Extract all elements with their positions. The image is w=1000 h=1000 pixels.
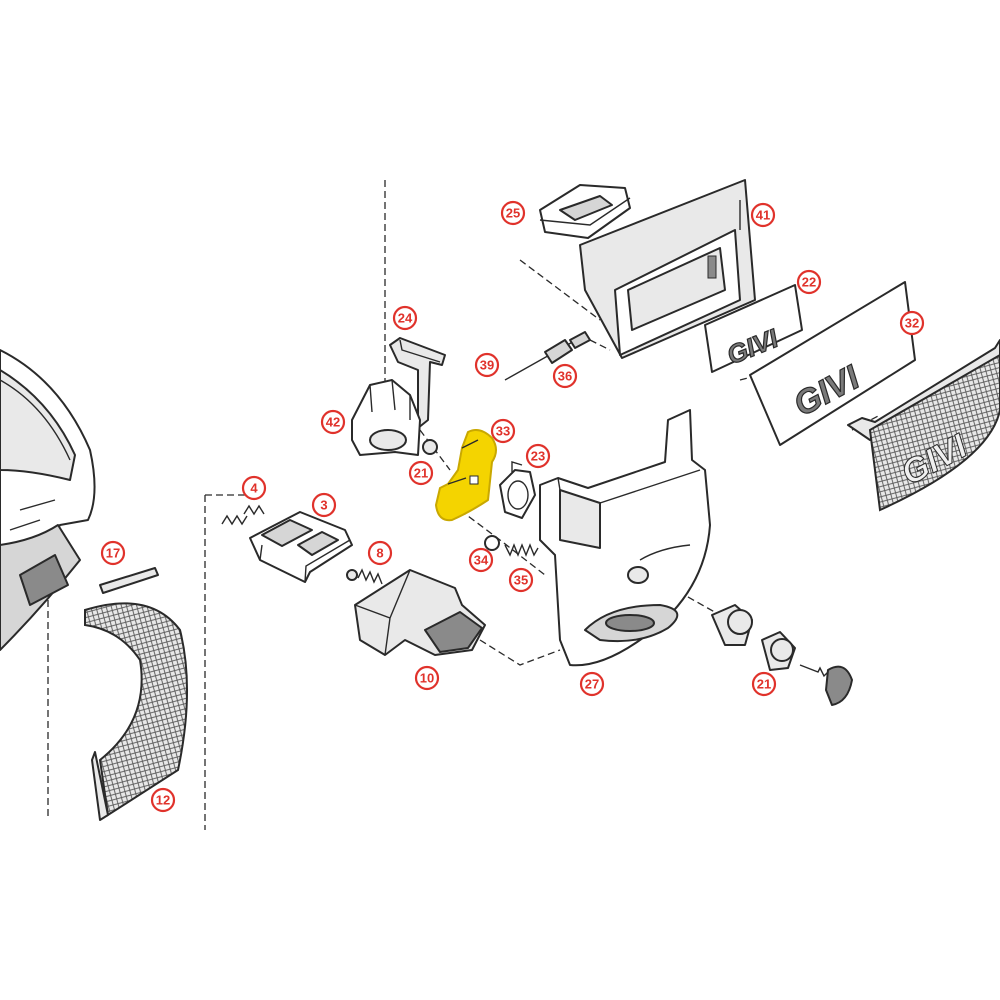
callout-17: 17 [100, 540, 126, 566]
svg-text:22: 22 [802, 275, 816, 290]
callout-39: 39 [474, 352, 500, 378]
part-23-barrel-sleeve [499, 461, 536, 519]
part-8-spring [346, 568, 383, 585]
part-21-nut-upper [422, 439, 438, 455]
callout-23: 23 [525, 443, 551, 469]
callout-8: 8 [367, 540, 393, 566]
part-4-springs [221, 504, 265, 526]
part-27-lock-housing [539, 409, 711, 667]
callout-36: 36 [552, 363, 578, 389]
part-35-spring [504, 543, 539, 557]
callout-21-lower: 21 [751, 671, 777, 697]
svg-text:21: 21 [757, 677, 771, 692]
callout-12: 12 [150, 787, 176, 813]
svg-text:42: 42 [326, 415, 340, 430]
svg-text:34: 34 [474, 553, 489, 568]
callout-27: 27 [579, 671, 605, 697]
part-3-latch-slider [249, 511, 353, 583]
callout-42: 42 [320, 409, 346, 435]
svg-text:27: 27 [585, 677, 599, 692]
part-21-lock-cylinder-and-key [711, 604, 853, 706]
part-41-back-plate [579, 179, 756, 359]
callout-22: 22 [796, 269, 822, 295]
part-33-lock-cam-highlighted [435, 429, 497, 522]
part-34-ball [484, 535, 500, 551]
part-36-bushing [544, 331, 591, 364]
case-shell-left [0, 349, 96, 651]
svg-text:24: 24 [398, 311, 413, 326]
part-17-reflector-bar [99, 567, 159, 594]
svg-text:8: 8 [376, 546, 383, 561]
callout-41: 41 [750, 202, 776, 228]
svg-text:41: 41 [756, 208, 770, 223]
svg-text:3: 3 [320, 498, 327, 513]
callout-33: 33 [490, 418, 516, 444]
part-32-logo-sticker: GIVI [749, 281, 916, 446]
part-24-spring-clip [389, 337, 446, 429]
part-10-release-button [354, 569, 486, 656]
callout-24: 24 [392, 305, 418, 331]
callout-21-upper: 21 [408, 460, 434, 486]
callout-10: 10 [414, 665, 440, 691]
part-25-hinge-latch [539, 184, 631, 239]
part-12-mesh-strip [84, 602, 188, 821]
svg-text:33: 33 [496, 424, 510, 439]
rear-grille-mesh: GIVI [847, 339, 1000, 512]
svg-text:36: 36 [558, 369, 572, 384]
svg-text:21: 21 [414, 466, 428, 481]
svg-text:39: 39 [480, 358, 494, 373]
callout-34: 34 [468, 547, 494, 573]
svg-text:12: 12 [156, 793, 170, 808]
svg-text:10: 10 [420, 671, 434, 686]
svg-text:4: 4 [250, 481, 258, 496]
svg-text:32: 32 [905, 316, 919, 331]
callout-25: 25 [500, 200, 526, 226]
callout-3: 3 [311, 492, 337, 518]
callout-32: 32 [899, 310, 925, 336]
part-42-lock-bracket [351, 379, 421, 456]
svg-text:25: 25 [506, 206, 520, 221]
svg-text:35: 35 [514, 573, 528, 588]
callout-4: 4 [241, 475, 267, 501]
callout-35: 35 [508, 567, 534, 593]
svg-text:17: 17 [106, 546, 120, 561]
svg-text:23: 23 [531, 449, 545, 464]
